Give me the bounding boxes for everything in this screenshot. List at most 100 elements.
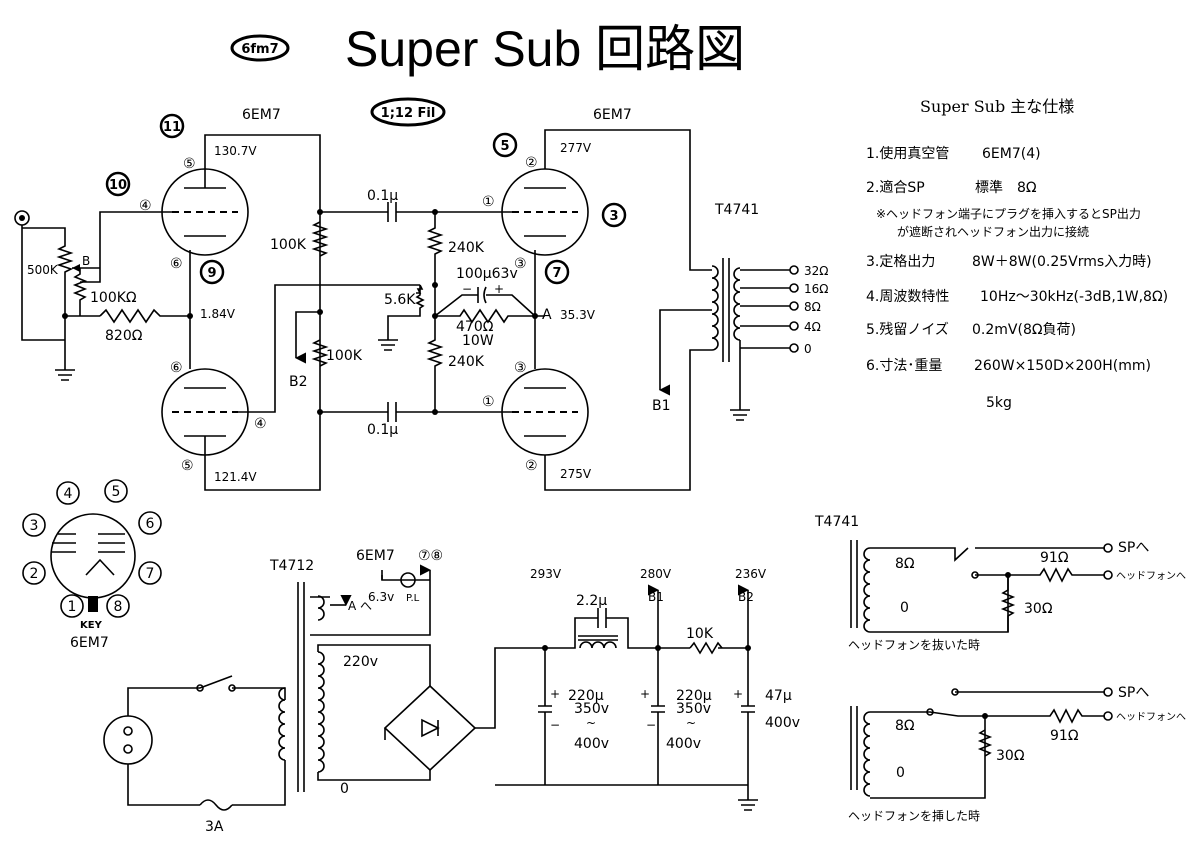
tube-left-lower xyxy=(161,368,249,456)
tap-8: 8Ω xyxy=(804,300,821,314)
ground-symbol-56k xyxy=(378,339,398,351)
resistor-5-6k xyxy=(387,285,425,340)
right-tube-label: 6EM7 xyxy=(593,107,632,123)
hp-unplug-91ohm: 91Ω xyxy=(1040,550,1069,566)
svg-text:1: 1 xyxy=(68,599,77,615)
svg-text:5: 5 xyxy=(500,139,509,154)
label-01-upper: 0.1μ xyxy=(367,188,398,204)
pinout-tube-label: 6EM7 xyxy=(70,635,109,651)
svg-text:11: 11 xyxy=(163,120,181,135)
svg-text:7: 7 xyxy=(146,566,155,582)
svg-text:1;12 Fil: 1;12 Fil xyxy=(381,106,436,121)
label-b1: B1 xyxy=(652,398,671,414)
pin-label: ⑥ xyxy=(170,256,183,272)
tube-left-upper xyxy=(161,168,249,256)
hp-unplug-0: 0 xyxy=(900,600,909,616)
arrow-b2 xyxy=(294,311,320,364)
voltage-121-4: 121.4V xyxy=(214,470,257,484)
resistor-820 xyxy=(99,308,190,324)
heater-voltage: 6.3v xyxy=(368,590,394,604)
marker-9: 9 xyxy=(199,259,225,285)
resistor-10k xyxy=(689,641,723,655)
pin-label: ① xyxy=(482,394,495,410)
voltage-236: 236V xyxy=(735,567,767,581)
pin-label: ③ xyxy=(514,360,527,376)
cap-plus: + xyxy=(640,687,650,701)
spec-label: 5.残留ノイズ xyxy=(866,322,949,338)
spec-value: 6EM7(4) xyxy=(982,146,1041,162)
svg-text:3: 3 xyxy=(30,518,39,534)
cap-plus: + xyxy=(733,687,743,701)
wire-hv-top xyxy=(317,644,431,686)
svg-text:4: 4 xyxy=(64,486,73,502)
label-470: 470Ω xyxy=(456,319,494,335)
svg-text:2: 2 xyxy=(30,566,39,582)
output-transformer xyxy=(711,258,741,362)
label-a-to: A へ xyxy=(348,599,372,613)
pin-label: ② xyxy=(525,155,538,171)
capacitor-01-lower xyxy=(387,402,397,422)
cap220a-3: 400v xyxy=(574,736,609,752)
wire-taps xyxy=(740,269,790,349)
cap-minus: − xyxy=(550,718,560,732)
page-title: Super Sub 回路図 xyxy=(345,21,745,77)
tap-32: 32Ω xyxy=(804,264,828,278)
pinout-diagram xyxy=(50,513,136,612)
resistor-470 xyxy=(435,308,545,324)
cap220a-2: ~ xyxy=(586,716,596,730)
capacitor-220u-a xyxy=(538,648,552,785)
tap-16: 16Ω xyxy=(804,282,828,296)
spec-label: 6.寸法･重量 xyxy=(866,358,942,374)
spec-label: 1.使用真空管 xyxy=(866,145,949,162)
voltage-275: 275V xyxy=(560,467,592,481)
cap220b-0: 220μ xyxy=(676,688,712,704)
label-fuse: 3A xyxy=(205,819,224,835)
label-0: 0 xyxy=(340,781,349,797)
cap-minus: − xyxy=(462,282,472,296)
svg-text:7: 7 xyxy=(552,266,561,281)
hp-plugged xyxy=(850,687,1113,799)
hp-plug-91ohm: 91Ω xyxy=(1050,728,1079,744)
resistor-100k-b xyxy=(72,268,88,316)
resistor-100k-upper xyxy=(311,221,329,257)
power-switch xyxy=(199,675,233,689)
cap47-1: 400v xyxy=(765,715,800,731)
marker-5: 5 xyxy=(492,132,518,158)
hp-plug-0: 0 xyxy=(896,765,905,781)
label-node-a: A xyxy=(542,307,552,323)
arrow-b1 xyxy=(658,309,712,396)
spec-value: 5kg xyxy=(986,395,1012,411)
potentiometer-500k xyxy=(22,227,74,340)
label-100k-a: 100K xyxy=(270,237,307,253)
hp-unplugged xyxy=(850,540,1113,633)
hp-unplugged-caption: ヘッドフォンを抜いた時 xyxy=(848,638,980,652)
label-240k-a: 240K xyxy=(448,240,485,256)
pin-label: ④ xyxy=(254,416,267,432)
spec-note: が遮断されヘッドフォン出力に接続 xyxy=(897,224,1089,239)
cap-minus: − xyxy=(646,718,656,732)
svg-text:8: 8 xyxy=(114,599,123,615)
pilot-lamp: P.L xyxy=(406,593,420,604)
spec-value: 0.2mV(8Ω負荷) xyxy=(972,322,1076,338)
pin-label: ② xyxy=(525,458,538,474)
label-t4741-main: T4741 xyxy=(714,202,759,218)
ground-symbol-ot xyxy=(730,409,750,421)
spec-label: 4.周波数特性 xyxy=(866,289,949,305)
spec-value: 標準 8Ω xyxy=(975,180,1037,196)
hp-plug-8ohm: 8Ω xyxy=(895,718,915,734)
wire-mains-top xyxy=(127,687,286,716)
wire-plate-upper-right xyxy=(544,129,712,271)
wire-heater-top xyxy=(381,575,430,581)
label-5-6k: 5.6K xyxy=(384,292,416,308)
left-tube-label: 6EM7 xyxy=(242,107,281,123)
voltage-130-7: 130.7V xyxy=(214,144,257,158)
svg-text:6: 6 xyxy=(146,516,155,532)
tap-0: 0 xyxy=(804,342,812,356)
marker-10: 10 xyxy=(105,171,131,197)
capacitor-2-2u xyxy=(597,608,607,628)
wire-plate-lower-right xyxy=(544,349,712,491)
pin-label: ③ xyxy=(514,256,527,272)
wire-mains-bottom xyxy=(127,760,286,806)
label-b2-power: B2 xyxy=(738,590,754,604)
hp-unplug-8ohm: 8Ω xyxy=(895,556,915,572)
